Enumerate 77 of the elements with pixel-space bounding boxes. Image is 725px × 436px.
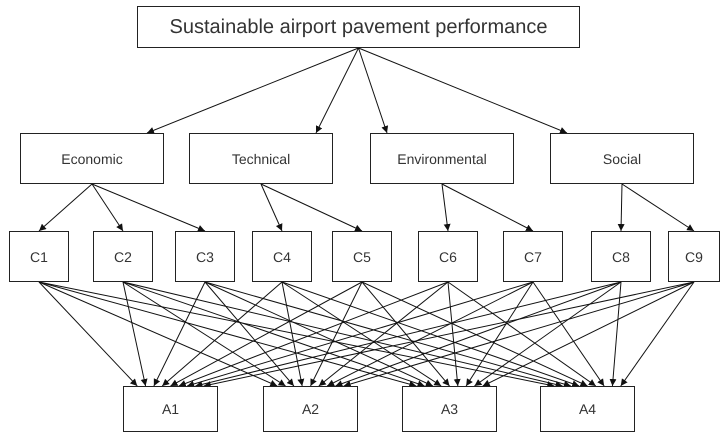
arrow bbox=[178, 282, 448, 387]
arrow bbox=[122, 282, 286, 386]
arrow bbox=[442, 184, 451, 232]
arrow bbox=[610, 282, 622, 386]
box-label: A2 bbox=[302, 401, 320, 417]
box-label: C9 bbox=[685, 248, 703, 264]
box-label: C5 bbox=[353, 248, 371, 264]
arrow bbox=[204, 282, 294, 386]
arrow bbox=[38, 282, 138, 386]
arrow bbox=[38, 282, 278, 386]
arrow bbox=[532, 282, 605, 386]
arrow bbox=[170, 282, 362, 386]
arrow bbox=[282, 282, 580, 387]
arrow bbox=[153, 282, 206, 386]
box-label: C1 bbox=[30, 248, 48, 264]
arrow bbox=[448, 282, 461, 386]
arrow bbox=[38, 184, 92, 232]
hierarchy-box bbox=[550, 133, 694, 184]
hierarchy-box bbox=[9, 231, 69, 282]
arrow bbox=[474, 282, 622, 386]
arrow bbox=[162, 282, 282, 386]
box-label: C2 bbox=[114, 248, 132, 264]
arrow bbox=[448, 282, 596, 386]
arrow bbox=[358, 48, 388, 134]
arrow bbox=[622, 184, 694, 232]
box-label: C8 bbox=[612, 248, 630, 264]
box-label: A4 bbox=[578, 401, 596, 417]
arrow bbox=[334, 282, 622, 387]
box-label: A3 bbox=[440, 401, 458, 417]
hierarchy-box bbox=[175, 231, 235, 282]
box-label: Economic bbox=[61, 150, 123, 166]
arrow bbox=[362, 282, 450, 386]
arrow bbox=[122, 282, 426, 388]
arrow bbox=[618, 184, 625, 232]
hierarchy-box bbox=[332, 231, 392, 282]
arrow bbox=[92, 184, 124, 232]
hierarchy-box bbox=[189, 133, 333, 184]
box-label: Social bbox=[602, 150, 642, 166]
hierarchy-box bbox=[668, 231, 720, 282]
hierarchy-box bbox=[93, 231, 153, 282]
arrow bbox=[122, 282, 148, 386]
arrow bbox=[326, 282, 534, 386]
box-label: Technical bbox=[232, 150, 290, 166]
arrow bbox=[282, 282, 304, 386]
box-label: Environmental bbox=[397, 150, 487, 166]
hierarchy-box bbox=[20, 133, 164, 184]
hierarchy-box bbox=[540, 386, 635, 432]
arrow bbox=[482, 282, 694, 386]
hierarchy-box bbox=[123, 386, 218, 432]
arrow bbox=[92, 184, 206, 232]
arrow bbox=[146, 48, 359, 134]
box-label: C6 bbox=[439, 248, 457, 264]
arrow bbox=[282, 282, 442, 386]
hierarchy-box bbox=[263, 386, 358, 432]
arrow bbox=[260, 184, 282, 232]
arrow bbox=[358, 48, 568, 134]
hierarchy-box bbox=[252, 231, 312, 282]
hierarchy-box bbox=[402, 386, 497, 432]
box-label: C3 bbox=[196, 248, 214, 264]
arrow bbox=[466, 282, 534, 386]
arrow bbox=[442, 184, 534, 232]
arrow bbox=[316, 48, 359, 134]
box-label: Sustainable airport pavement performance bbox=[170, 16, 548, 38]
box-label: C4 bbox=[273, 248, 291, 264]
box-label: C7 bbox=[524, 248, 542, 264]
arrow bbox=[620, 282, 694, 386]
arrow bbox=[260, 184, 362, 232]
hierarchy-box bbox=[418, 231, 478, 282]
arrow bbox=[310, 282, 362, 386]
hierarchy-box bbox=[591, 231, 651, 282]
hierarchy-box bbox=[503, 231, 563, 282]
box-label: A1 bbox=[162, 401, 180, 417]
arrow bbox=[362, 282, 588, 386]
arrow bbox=[318, 282, 448, 386]
arrow bbox=[204, 282, 434, 386]
goal-box bbox=[137, 6, 580, 48]
hierarchy-box bbox=[370, 133, 514, 184]
